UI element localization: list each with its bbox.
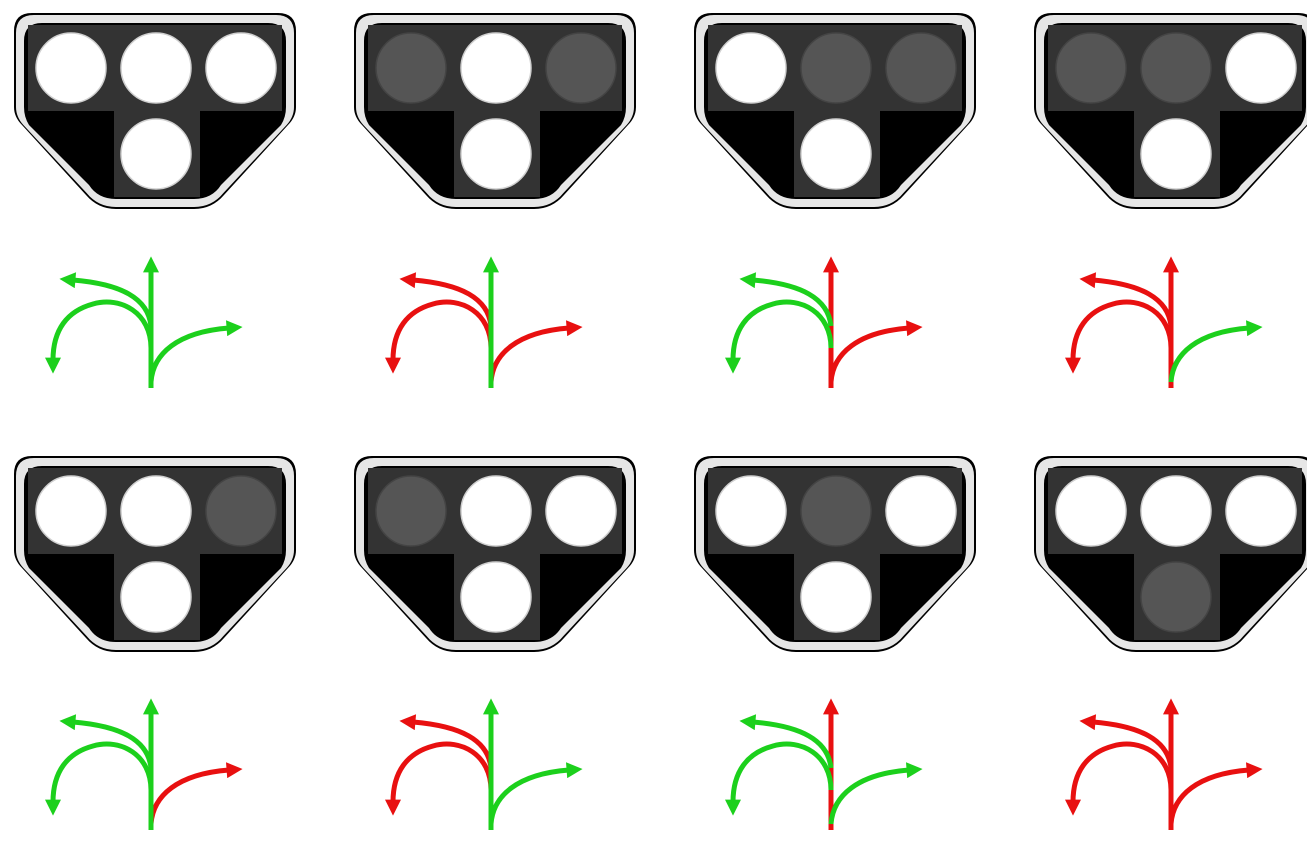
housing-right-wedge — [876, 111, 962, 197]
housing-right-wedge — [876, 554, 962, 640]
lamp-top-middle-unlit — [1140, 32, 1212, 104]
signal-head-6 — [354, 456, 636, 652]
housing-right-wedge — [536, 554, 622, 640]
right-arrow-prohibited — [488, 320, 583, 383]
housing-right-wedge — [1216, 111, 1302, 197]
u-turn-arrow-prohibited — [385, 299, 494, 374]
signal-head-8 — [1034, 456, 1307, 652]
lamp-top-left-unlit — [375, 32, 447, 104]
signal-head-5 — [14, 456, 296, 652]
housing-right-wedge — [1216, 554, 1302, 640]
movement-arrows-7 — [725, 698, 923, 830]
housing-right-wedge — [196, 111, 282, 197]
lamp-top-middle-lit — [1140, 475, 1212, 547]
movement-arrows-6 — [385, 698, 583, 830]
housing-left-wedge — [708, 554, 794, 640]
signal-head-3 — [694, 13, 976, 209]
u-turn-arrow-prohibited — [385, 741, 494, 816]
lamp-top-left-unlit — [1055, 32, 1127, 104]
movement-arrows-5 — [45, 698, 243, 830]
movement-arrows-4 — [1065, 256, 1263, 388]
lamp-top-left-lit — [1055, 475, 1127, 547]
lamp-bottom-lit — [1140, 118, 1212, 190]
u-turn-arrow-prohibited — [1065, 299, 1174, 374]
lamp-bottom-lit — [460, 118, 532, 190]
lamp-top-left-unlit — [375, 475, 447, 547]
movement-arrows-3 — [725, 256, 923, 388]
housing-left-wedge — [28, 554, 114, 640]
signal-head-7 — [694, 456, 976, 652]
lamp-bottom-lit — [460, 561, 532, 633]
signal-head-1 — [14, 13, 296, 209]
lamp-top-right-lit — [885, 475, 957, 547]
lamp-bottom-unlit — [1140, 561, 1212, 633]
right-arrow-allowed — [828, 762, 923, 825]
lamp-top-right-unlit — [205, 475, 277, 547]
right-arrow-prohibited — [1168, 762, 1263, 825]
signal-head-4 — [1034, 13, 1307, 209]
left-arrow-allowed — [739, 714, 834, 769]
lamp-top-left-lit — [35, 475, 107, 547]
right-arrow-prohibited — [148, 762, 243, 825]
housing-left-wedge — [28, 111, 114, 197]
u-turn-arrow-allowed — [725, 741, 834, 816]
lamp-top-middle-lit — [460, 32, 532, 104]
lamp-top-middle-lit — [120, 475, 192, 547]
lamp-bottom-lit — [120, 561, 192, 633]
housing-left-wedge — [1048, 111, 1134, 197]
movement-arrows-8 — [1065, 698, 1263, 830]
lamp-bottom-lit — [800, 561, 872, 633]
lamp-top-middle-lit — [120, 32, 192, 104]
lamp-top-right-lit — [1225, 475, 1297, 547]
lamp-bottom-lit — [800, 118, 872, 190]
u-turn-arrow-allowed — [45, 299, 154, 374]
housing-left-wedge — [708, 111, 794, 197]
housing-left-wedge — [1048, 554, 1134, 640]
housing-left-wedge — [368, 554, 454, 640]
housing-left-wedge — [368, 111, 454, 197]
right-arrow-prohibited — [828, 320, 923, 383]
lamp-top-right-lit — [205, 32, 277, 104]
lamp-top-left-lit — [35, 32, 107, 104]
lamp-top-right-lit — [1225, 32, 1297, 104]
lamp-top-left-lit — [715, 32, 787, 104]
lamp-top-middle-lit — [460, 475, 532, 547]
signal-head-2 — [354, 13, 636, 209]
lamp-bottom-lit — [120, 118, 192, 190]
movement-arrows-1 — [45, 256, 243, 388]
right-arrow-allowed — [488, 762, 583, 825]
u-turn-arrow-prohibited — [1065, 741, 1174, 816]
right-arrow-allowed — [1168, 320, 1263, 383]
u-turn-arrow-allowed — [45, 741, 154, 816]
left-arrow-allowed — [739, 272, 834, 327]
lamp-top-right-lit — [545, 475, 617, 547]
right-arrow-allowed — [148, 320, 243, 383]
lamp-top-middle-unlit — [800, 475, 872, 547]
lamp-top-right-unlit — [885, 32, 957, 104]
u-turn-arrow-allowed — [725, 299, 834, 374]
lamp-top-right-unlit — [545, 32, 617, 104]
lamp-top-left-lit — [715, 475, 787, 547]
housing-right-wedge — [196, 554, 282, 640]
housing-right-wedge — [536, 111, 622, 197]
movement-arrows-2 — [385, 256, 583, 388]
lamp-top-middle-unlit — [800, 32, 872, 104]
